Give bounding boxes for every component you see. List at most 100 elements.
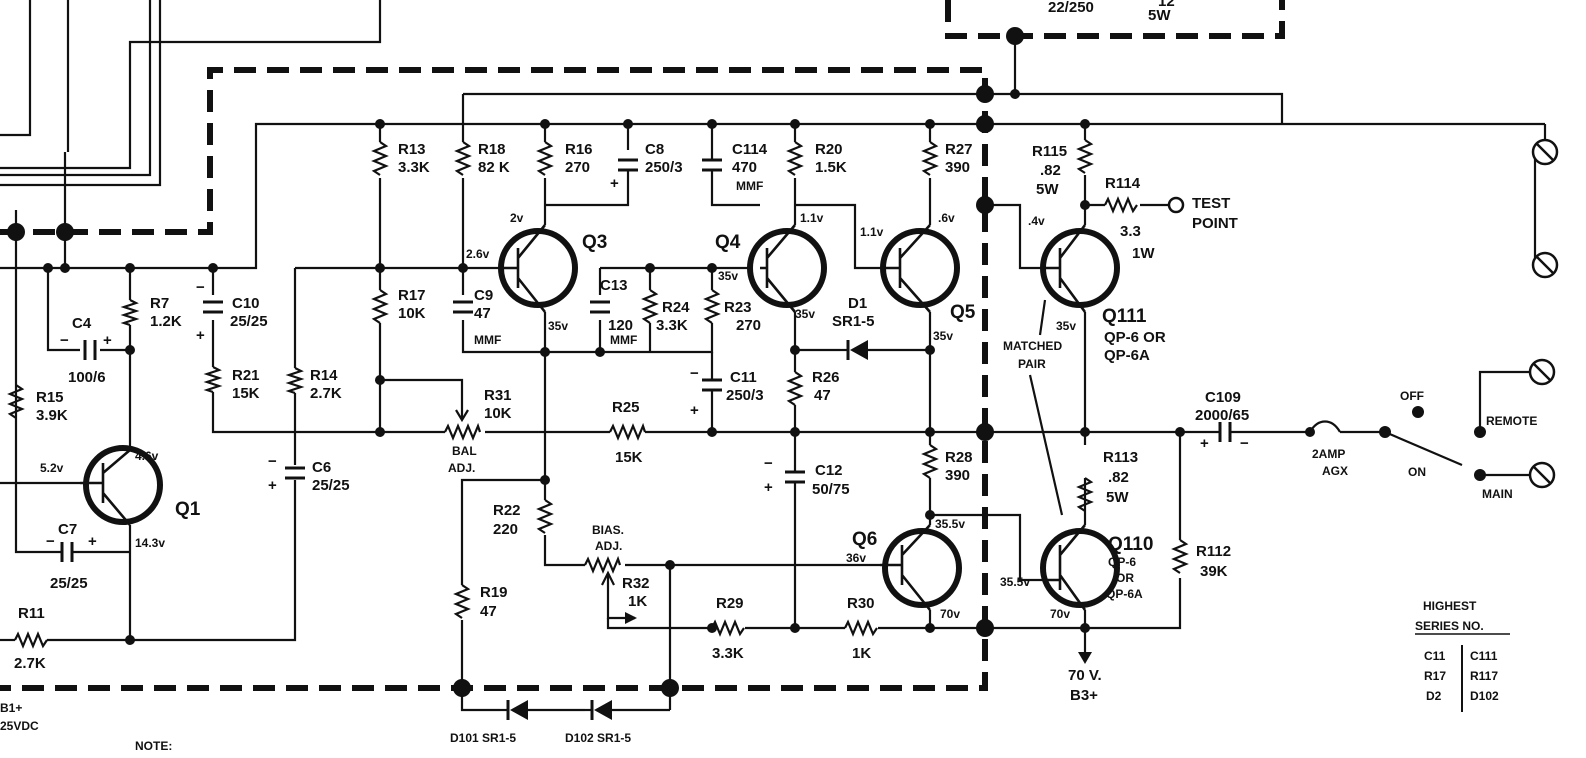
c8-value: 250/3: [645, 159, 683, 176]
r112-ref: R112: [1196, 543, 1231, 560]
c8-symbol: [618, 158, 638, 185]
fuse-label-1: 2AMP: [1312, 447, 1345, 461]
r31-ref: R31: [484, 387, 512, 404]
q111-label: Q111: [1102, 306, 1147, 327]
terminal-screw-1: [1531, 138, 1559, 166]
q5-collector-voltage: .6v: [938, 211, 955, 225]
q4-symbol: [747, 224, 827, 313]
r24-ref: R24: [662, 299, 690, 316]
c4-plus: +: [103, 332, 112, 349]
r28-symbol: [921, 444, 939, 479]
c7-plus: +: [88, 533, 97, 550]
r21-value: 15K: [232, 385, 260, 402]
supply-label-1: 70 V.: [1068, 667, 1102, 684]
r17-ref: R17: [398, 287, 426, 304]
c12-symbol: [785, 465, 805, 492]
matched-pair-label-1: MATCHED: [1003, 339, 1062, 353]
r18-value: 82 K: [478, 159, 510, 176]
r30-value: 1K: [852, 645, 871, 662]
r28-ref: R28: [945, 449, 973, 466]
r26-ref: R26: [812, 369, 840, 386]
r112-value: 39K: [1200, 563, 1228, 580]
r20-symbol: [786, 141, 804, 176]
r31-note2: ADJ.: [448, 461, 475, 475]
r29-ref: R29: [716, 595, 744, 612]
r114-power: 1W: [1132, 245, 1155, 262]
r23-value: 270: [736, 317, 761, 334]
r30-symbol: [844, 619, 878, 637]
c10-symbol: [203, 300, 223, 314]
c12-ref: C12: [815, 462, 843, 479]
transistor-symbols: [80, 224, 1120, 611]
c9-value: 47: [474, 305, 491, 322]
series-table: HIGHEST SERIES NO. C11 C111 R17 R117 D2 …: [1415, 599, 1510, 712]
terminal-screw-2: [1531, 251, 1559, 279]
d101-symbol: [500, 700, 528, 720]
c9-ref: C9: [474, 287, 493, 304]
q5-base-voltage: 1.1v: [860, 225, 884, 239]
c109-ref: C109: [1205, 389, 1241, 406]
d1-ref: D1: [848, 295, 867, 312]
q111-base-voltage: .4v: [1028, 214, 1045, 228]
top-value-2: 12: [1158, 0, 1175, 10]
c7-value: 25/25: [50, 575, 88, 592]
d1-symbol: [840, 340, 868, 360]
r16-symbol: [536, 141, 554, 176]
c12-minus: −: [764, 455, 773, 472]
r29-symbol: [711, 619, 745, 637]
q6-label: Q6: [852, 529, 877, 550]
r32-wiper: [601, 570, 615, 586]
q3-label: Q3: [582, 232, 607, 253]
q110-symbol: [1040, 524, 1120, 611]
c12-value: 50/75: [812, 481, 850, 498]
c10-value: 25/25: [230, 313, 268, 330]
c6-ref: C6: [312, 459, 331, 476]
q1-emitter-voltage: 14.3v: [135, 536, 165, 550]
d102-symbol: [585, 700, 612, 720]
r114-symbol: [1104, 196, 1138, 214]
dashed-boundaries: [0, 0, 1285, 691]
r19-ref: R19: [480, 584, 508, 601]
r15-value: 3.9K: [36, 407, 68, 424]
r115-ref: R115: [1032, 143, 1067, 160]
c12-plus: +: [764, 479, 773, 496]
main-label: MAIN: [1482, 487, 1513, 501]
top-value-1: 22/250: [1048, 0, 1094, 16]
c6-symbol: [285, 466, 305, 480]
r113-symbol: [1076, 477, 1094, 512]
c7-symbol: [50, 542, 90, 562]
switch-on-label: ON: [1408, 465, 1426, 479]
r30-ref: R30: [847, 595, 875, 612]
r27-value: 390: [945, 159, 970, 176]
r13-value: 3.3K: [398, 159, 430, 176]
test-point-label-1: TEST: [1192, 195, 1230, 212]
c10-plus: +: [196, 327, 205, 344]
r25-ref: R25: [612, 399, 640, 416]
q110-type: QP-6: [1108, 555, 1136, 569]
c8-plus: +: [610, 175, 619, 192]
c6-value: 25/25: [312, 477, 350, 494]
r11-symbol: [14, 631, 48, 649]
d102-label: D102 SR1-5: [565, 731, 631, 745]
series-title-2: SERIES NO.: [1415, 619, 1484, 633]
r15-symbol: [7, 384, 25, 419]
series-row-2-old: R17: [1424, 669, 1446, 683]
r26-symbol: [786, 371, 804, 406]
q111-type: QP-6 OR: [1104, 329, 1166, 346]
r32-note2: ADJ.: [595, 539, 622, 553]
c114-symbol: [702, 150, 722, 185]
c4-value: 100/6: [68, 369, 106, 386]
r19-value: 47: [480, 603, 497, 620]
r13-ref: R13: [398, 141, 426, 158]
q5-symbol: [880, 224, 960, 313]
c109-value: 2000/65: [1195, 407, 1249, 424]
r113-power: 5W: [1106, 489, 1129, 506]
c8-ref: C8: [645, 141, 664, 158]
r32-value: 1K: [628, 593, 647, 610]
c4-symbol: [83, 340, 97, 360]
series-row-3-new: D102: [1470, 689, 1499, 703]
series-row-2-new: R117: [1470, 669, 1498, 683]
c13-value: 120: [608, 317, 633, 334]
b1-label-2: 25VDC: [0, 719, 39, 733]
